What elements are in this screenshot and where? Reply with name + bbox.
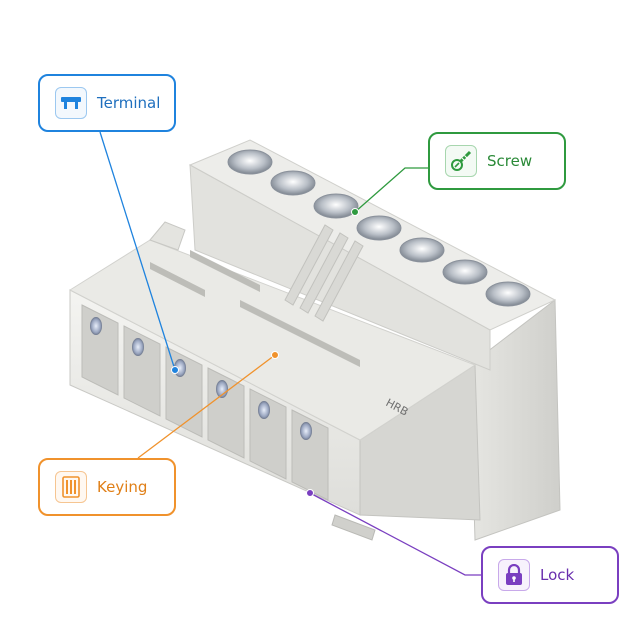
screw-7 [485,281,531,307]
lock-callout: Lock [481,546,619,604]
screw-6 [442,259,488,285]
terminal-leader [99,131,176,371]
lock-tab [331,514,376,541]
terminal-leader-dot [171,366,179,374]
screw-leader-dot [351,208,359,216]
front-cell-4 [207,367,245,459]
front-cell-2 [123,325,161,417]
front-cells [81,304,329,501]
screw-row [227,149,531,307]
keying-leader-dot [271,351,279,359]
front-cell-1 [81,304,119,396]
screw-leader [354,167,428,213]
screw-housing-front [189,164,491,371]
keying-label: Keying [97,478,148,496]
lock-icon [498,559,530,591]
terminal-icon [55,87,87,119]
leader-lines [99,131,481,576]
terminal-callout: Terminal [38,74,176,132]
screw-label: Screw [487,152,533,170]
connector-body: HRB [68,139,561,541]
screw-4 [356,215,402,241]
lock-leader-dot [306,489,314,497]
front-cell-5 [249,388,287,480]
rear-latch [149,221,186,251]
screw-1 [227,149,273,175]
deck-slots [150,250,360,367]
screw-3 [313,193,359,219]
front-cell-6 [291,409,329,501]
keying-leader [137,354,276,459]
keying-ribs [284,224,364,322]
screw-2 [270,170,316,196]
keying-callout: Keying [38,458,176,516]
screw-icon [445,145,477,177]
screw-callout: Screw [428,132,566,190]
terminal-label: Terminal [97,94,161,112]
lock-label: Lock [540,566,575,584]
keying-icon [55,471,87,503]
base-top [68,239,477,441]
lock-leader [309,492,481,576]
screw-5 [399,237,445,263]
